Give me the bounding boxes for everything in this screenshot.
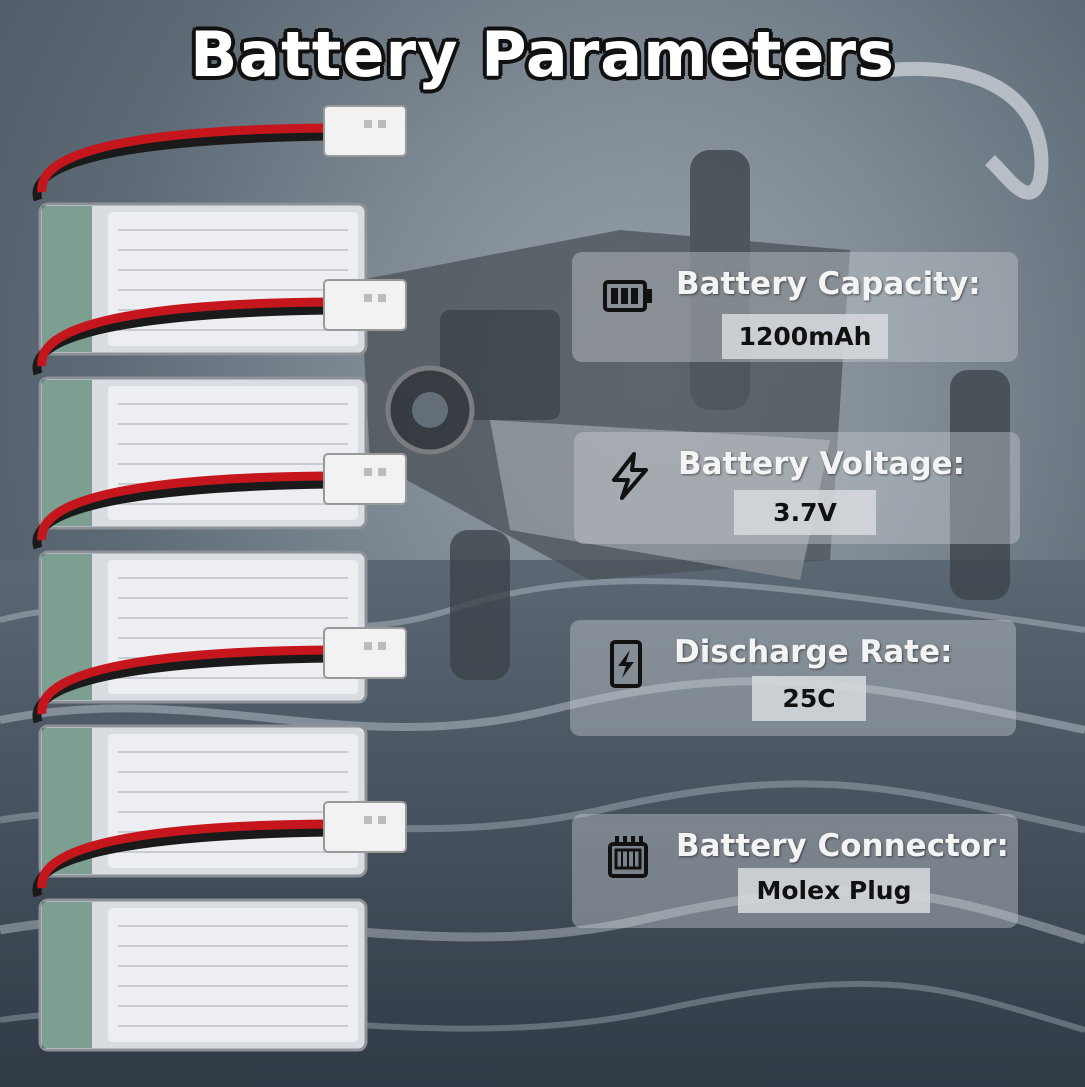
page-title: Battery Parameters [190, 18, 895, 91]
connector-pin [364, 120, 372, 128]
connector-plug [323, 627, 407, 679]
wire-red [37, 471, 329, 541]
connector-pin [378, 642, 386, 650]
connector-pin [364, 294, 372, 302]
connector-pin [364, 468, 372, 476]
spec-card-capacity: Battery Capacity: 1200mAh [572, 252, 1018, 362]
battery-label-area [108, 908, 358, 1042]
connector-pin [378, 468, 386, 476]
drone-illustration [330, 61, 1049, 680]
spec-value: Molex Plug [738, 868, 930, 913]
wire-red [37, 123, 329, 193]
connector-pin [378, 816, 386, 824]
spec-label: Battery Connector: [676, 828, 1009, 864]
spec-value: 3.7V [734, 490, 876, 535]
spec-label: Discharge Rate: [674, 634, 953, 670]
battery-band [42, 902, 92, 1048]
wire-red [37, 297, 329, 367]
connector-plug [323, 279, 407, 331]
connector-pin [378, 120, 386, 128]
connector-plug [323, 105, 407, 157]
battery-icon [603, 280, 652, 312]
connector-pin [378, 294, 386, 302]
spec-card-connector: Battery Connector: Molex Plug [572, 814, 1018, 928]
connector-icon [608, 836, 648, 878]
connector-pin [364, 816, 372, 824]
discharge-icon [610, 640, 642, 688]
connector-plug [323, 801, 407, 853]
spec-value: 25C [752, 676, 866, 721]
spec-label: Battery Voltage: [678, 446, 966, 482]
spec-label: Battery Capacity: [676, 266, 981, 302]
battery-pack [32, 801, 407, 1052]
battery-stack [32, 105, 407, 1052]
spec-value: 1200mAh [722, 314, 888, 359]
wire-black [32, 131, 329, 202]
wire-red [37, 819, 329, 889]
connector-plug [323, 453, 407, 505]
spec-card-discharge: Discharge Rate: 25C [570, 620, 1016, 736]
spec-card-voltage: Battery Voltage: 3.7V [574, 432, 1020, 544]
connector-pin [364, 642, 372, 650]
lightning-icon [612, 452, 648, 500]
wire-red [37, 645, 329, 715]
